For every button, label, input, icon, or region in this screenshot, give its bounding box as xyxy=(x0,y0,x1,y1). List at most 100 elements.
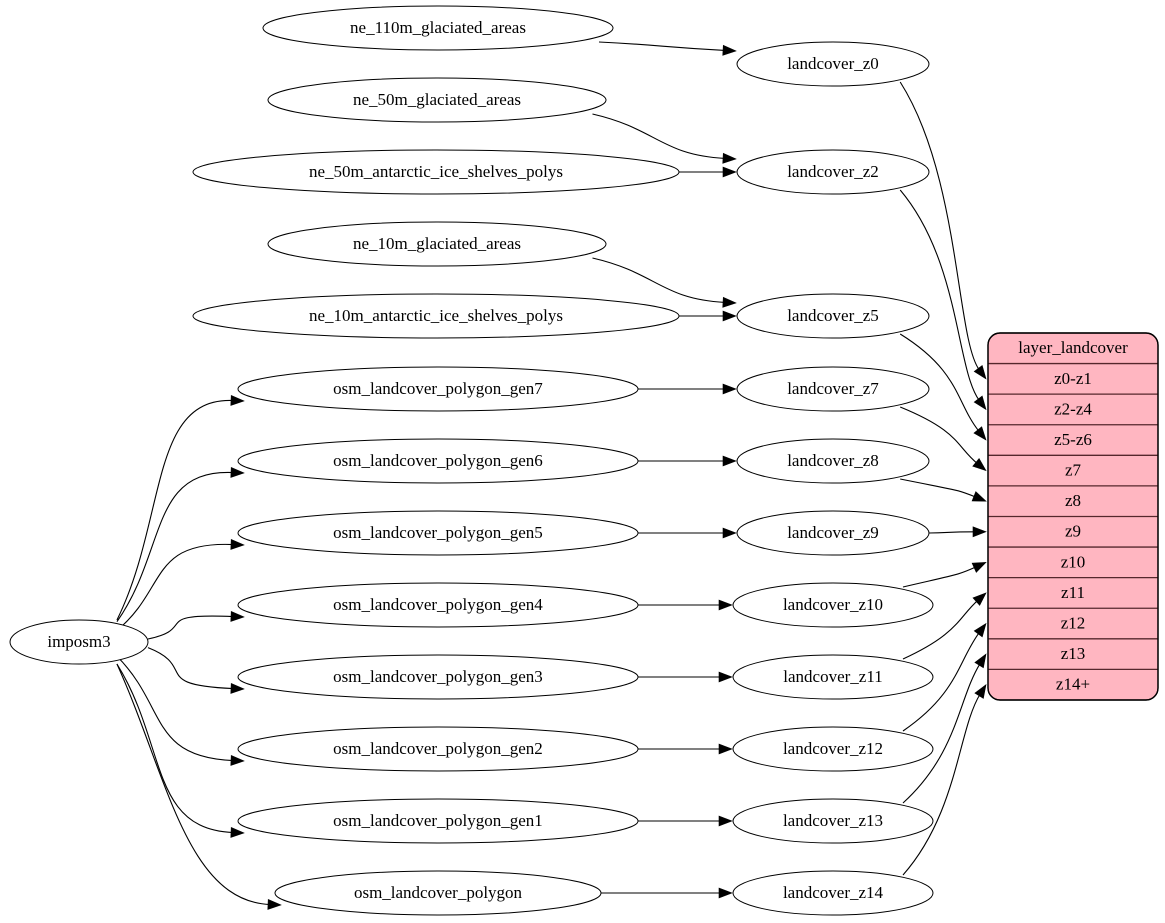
table-row-label: z14+ xyxy=(1056,675,1090,694)
layer-node-ellipse xyxy=(736,149,930,195)
edge-landcover_z9-to-row-z9 xyxy=(928,531,976,534)
source-node-ellipse xyxy=(9,619,149,665)
layer-landcover-table: layer_landcoverz0-z1z2-z4z5-z6z7z8z9z10z… xyxy=(987,332,1159,701)
node-landcover_z13[interactable]: landcover_z13 xyxy=(732,798,934,844)
edge-imposm3-to-osm_landcover_polygon_gen6 xyxy=(116,471,234,623)
node-osm_landcover_polygon_gen6[interactable]: osm_landcover_polygon_gen6 xyxy=(237,438,639,484)
layer-node-ellipse xyxy=(736,366,930,412)
edge-arrowhead xyxy=(718,671,733,683)
node-ne_110m_glaciated_areas[interactable]: ne_110m_glaciated_areas xyxy=(262,5,614,51)
input-node-ellipse xyxy=(267,77,607,123)
edge-arrowhead xyxy=(722,527,737,539)
node-landcover_z11[interactable]: landcover_z11 xyxy=(732,654,934,700)
edge-arrowhead xyxy=(722,152,737,164)
edge-arrowhead xyxy=(972,592,987,606)
edge-landcover_z5-to-row-z5-z6 xyxy=(899,333,980,432)
node-landcover_z8[interactable]: landcover_z8 xyxy=(736,438,930,484)
layer-node-ellipse xyxy=(732,654,934,700)
table-row-label: z8 xyxy=(1065,491,1081,510)
edge-arrowhead xyxy=(267,899,282,910)
table-row-label: z12 xyxy=(1061,613,1086,632)
node-ne_10m_glaciated_areas[interactable]: ne_10m_glaciated_areas xyxy=(267,221,607,267)
edge-arrowhead xyxy=(973,622,987,638)
edge-arrowhead xyxy=(230,827,245,838)
edge-landcover_z8-to-row-z8 xyxy=(900,478,976,498)
node-ne_10m_antarctic_ice_shelves_polys[interactable]: ne_10m_antarctic_ice_shelves_polys xyxy=(192,293,680,339)
edge-arrowhead xyxy=(722,455,737,467)
edge-arrowhead xyxy=(230,539,245,550)
edge-arrowhead xyxy=(230,611,245,622)
node-landcover_z2[interactable]: landcover_z2 xyxy=(736,149,930,195)
node-ne_50m_glaciated_areas[interactable]: ne_50m_glaciated_areas xyxy=(267,77,607,123)
edge-arrowhead xyxy=(722,310,737,322)
edge-landcover_z14-to-row-z14+ xyxy=(902,693,981,876)
edge-imposm3-to-osm_landcover_polygon_gen2 xyxy=(116,655,234,762)
input-node-ellipse xyxy=(262,5,614,51)
node-landcover_z0[interactable]: landcover_z0 xyxy=(736,41,930,87)
node-landcover_z5[interactable]: landcover_z5 xyxy=(736,293,930,339)
node-ne_50m_antarctic_ice_shelves_polys[interactable]: ne_50m_antarctic_ice_shelves_polys xyxy=(192,149,680,195)
node-osm_landcover_polygon_gen4[interactable]: osm_landcover_polygon_gen4 xyxy=(237,582,639,628)
layer-node-ellipse xyxy=(732,870,934,916)
node-label: osm_landcover_polygon_gen4 xyxy=(333,595,543,614)
node-label: landcover_z2 xyxy=(787,162,879,181)
edge-imposm3-to-osm_landcover_polygon_gen5 xyxy=(116,543,234,631)
node-label: ne_50m_antarctic_ice_shelves_polys xyxy=(309,162,563,181)
table-row-label: z11 xyxy=(1061,583,1085,602)
input-node-ellipse xyxy=(237,438,639,484)
table-row-label: z13 xyxy=(1061,644,1086,663)
node-label: osm_landcover_polygon xyxy=(354,883,523,902)
node-label: osm_landcover_polygon_gen1 xyxy=(333,811,543,830)
node-landcover_z7[interactable]: landcover_z7 xyxy=(736,366,930,412)
node-label: landcover_z10 xyxy=(783,595,883,614)
edges-layer xyxy=(116,41,987,910)
node-osm_landcover_polygon_gen2[interactable]: osm_landcover_polygon_gen2 xyxy=(237,726,639,772)
table-row-label: z9 xyxy=(1065,522,1081,541)
edge-arrowhead xyxy=(718,815,733,827)
node-osm_landcover_polygon_gen3[interactable]: osm_landcover_polygon_gen3 xyxy=(237,654,639,700)
edge-arrowhead xyxy=(973,395,987,411)
nodes-layer: imposm3 ne_110m_glaciated_areas ne_50m_gla… xyxy=(9,5,934,916)
edge-imposm3-to-osm_landcover_polygon xyxy=(116,663,271,906)
edge-arrowhead xyxy=(971,562,987,573)
edge-ne_50m_glaciated_areas-to-landcover_z2 xyxy=(592,113,726,159)
node-label: landcover_z8 xyxy=(787,451,879,470)
edge-landcover_z11-to-row-z11 xyxy=(902,599,979,660)
node-label: ne_50m_glaciated_areas xyxy=(353,90,521,109)
node-landcover_z9[interactable]: landcover_z9 xyxy=(736,510,930,556)
node-label: osm_landcover_polygon_gen7 xyxy=(333,379,543,398)
node-osm_landcover_polygon_gen5[interactable]: osm_landcover_polygon_gen5 xyxy=(237,510,639,556)
node-osm_landcover_polygon_gen1[interactable]: osm_landcover_polygon_gen1 xyxy=(237,798,639,844)
edge-imposm3-to-osm_landcover_polygon_gen7 xyxy=(116,399,234,621)
node-label: ne_10m_antarctic_ice_shelves_polys xyxy=(309,306,563,325)
node-imposm3[interactable]: imposm3 xyxy=(9,619,149,665)
table-row-label: z7 xyxy=(1065,461,1082,480)
edge-arrowhead xyxy=(722,383,737,395)
edge-arrowhead xyxy=(230,395,245,406)
node-label: imposm3 xyxy=(47,632,110,651)
input-node-ellipse xyxy=(237,366,639,412)
input-node-ellipse xyxy=(192,293,680,339)
node-label: landcover_z12 xyxy=(783,739,883,758)
edge-landcover_z0-to-row-z0-z1 xyxy=(899,81,980,371)
edge-arrowhead xyxy=(722,296,737,308)
edge-arrowhead xyxy=(722,166,737,178)
input-node-ellipse xyxy=(237,582,639,628)
layer-node-ellipse xyxy=(732,582,934,628)
node-landcover_z12[interactable]: landcover_z12 xyxy=(732,726,934,772)
edge-landcover_z7-to-row-z7 xyxy=(899,406,978,465)
input-node-ellipse xyxy=(274,870,602,916)
table-outline xyxy=(987,332,1159,701)
table-row-label: z10 xyxy=(1061,552,1086,571)
edge-arrowhead xyxy=(722,44,737,56)
node-osm_landcover_polygon[interactable]: osm_landcover_polygon xyxy=(274,870,602,916)
node-osm_landcover_polygon_gen7[interactable]: osm_landcover_polygon_gen7 xyxy=(237,366,639,412)
node-landcover_z10[interactable]: landcover_z10 xyxy=(732,582,934,628)
node-label: ne_10m_glaciated_areas xyxy=(353,234,521,253)
edge-arrowhead xyxy=(974,683,987,699)
table-row-label: z5-z6 xyxy=(1054,430,1092,449)
node-landcover_z14[interactable]: landcover_z14 xyxy=(732,870,934,916)
edge-landcover_z10-to-row-z10 xyxy=(902,566,977,588)
layer-node-ellipse xyxy=(736,41,930,87)
node-label: landcover_z7 xyxy=(787,379,879,398)
